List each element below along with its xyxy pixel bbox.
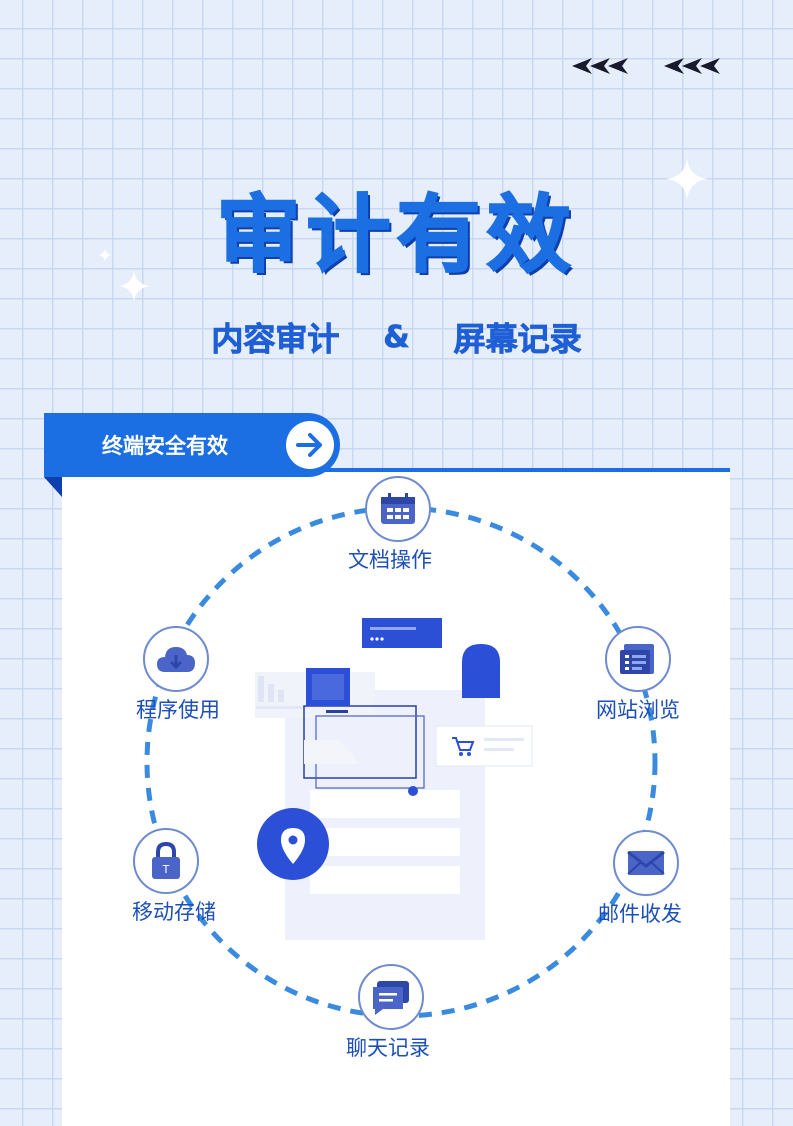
arch-shape bbox=[462, 644, 500, 698]
node-chat[interactable]: 聊天记录 bbox=[346, 964, 430, 1062]
sparkle-icon bbox=[118, 270, 150, 302]
left-arrows-icon bbox=[572, 58, 628, 74]
subtitle: 内容审计 & 屏幕记录 bbox=[0, 314, 793, 360]
envelope-icon bbox=[627, 850, 665, 875]
screen-block bbox=[306, 668, 350, 706]
illustration-row bbox=[310, 866, 460, 894]
node-web-browse-label: 网站浏览 bbox=[596, 698, 680, 722]
subtitle-left: 内容审计 bbox=[211, 320, 340, 359]
banner-fold bbox=[44, 477, 62, 497]
node-web-browse-circle bbox=[605, 626, 671, 692]
mini-line bbox=[256, 706, 306, 709]
sparkle-icon bbox=[666, 158, 708, 200]
svg-text:T: T bbox=[162, 863, 170, 876]
mini-bar bbox=[268, 684, 274, 702]
page-title: 审计有效 bbox=[215, 185, 577, 285]
node-storage-label: 移动存储 bbox=[132, 900, 216, 924]
illustration-shape bbox=[304, 740, 360, 764]
arrow-right-icon bbox=[296, 433, 322, 457]
node-email-label: 邮件收发 bbox=[598, 902, 682, 926]
cart-card bbox=[435, 725, 533, 767]
sparkle-icon bbox=[98, 248, 112, 262]
node-program-circle bbox=[143, 626, 209, 692]
node-program[interactable]: 程序使用 bbox=[136, 626, 220, 724]
node-storage-circle: T bbox=[133, 828, 199, 894]
node-email[interactable]: 邮件收发 bbox=[598, 830, 682, 928]
lock-icon: T bbox=[152, 841, 180, 879]
banner-title: 终端安全有效 bbox=[102, 434, 228, 458]
mini-bar bbox=[258, 676, 264, 702]
node-chat-label: 聊天记录 bbox=[346, 1036, 430, 1060]
illustration-dot bbox=[408, 786, 418, 796]
webpage-checklist-icon bbox=[620, 644, 654, 674]
chat-bubble-icon bbox=[373, 981, 409, 1015]
node-doc-ops[interactable]: 文档操作 bbox=[348, 476, 432, 574]
illustration-header-card bbox=[362, 618, 442, 648]
illustration-row bbox=[310, 828, 460, 856]
subtitle-ampersand: & bbox=[383, 319, 410, 355]
node-chat-circle bbox=[358, 964, 424, 1030]
location-pin-icon bbox=[281, 828, 305, 864]
illustration-line bbox=[370, 627, 416, 630]
mini-bar bbox=[278, 690, 284, 702]
node-doc-ops-circle bbox=[364, 476, 431, 542]
banner-arrow-button[interactable] bbox=[286, 421, 334, 469]
cloud-download-icon bbox=[157, 647, 195, 672]
node-web-browse[interactable]: 网站浏览 bbox=[596, 626, 680, 724]
calendar-icon bbox=[380, 493, 415, 524]
shopping-cart-icon bbox=[452, 737, 475, 756]
node-email-circle bbox=[613, 830, 679, 896]
node-storage[interactable]: T 移动存储 bbox=[132, 828, 216, 926]
decorative-arrows bbox=[570, 52, 726, 80]
illustration-row bbox=[310, 790, 460, 818]
node-doc-ops-label: 文档操作 bbox=[348, 548, 432, 572]
section-banner: 终端安全有效 bbox=[44, 413, 340, 477]
left-arrows-icon bbox=[664, 58, 720, 74]
subtitle-right: 屏幕记录 bbox=[453, 320, 582, 359]
node-program-label: 程序使用 bbox=[136, 698, 220, 722]
